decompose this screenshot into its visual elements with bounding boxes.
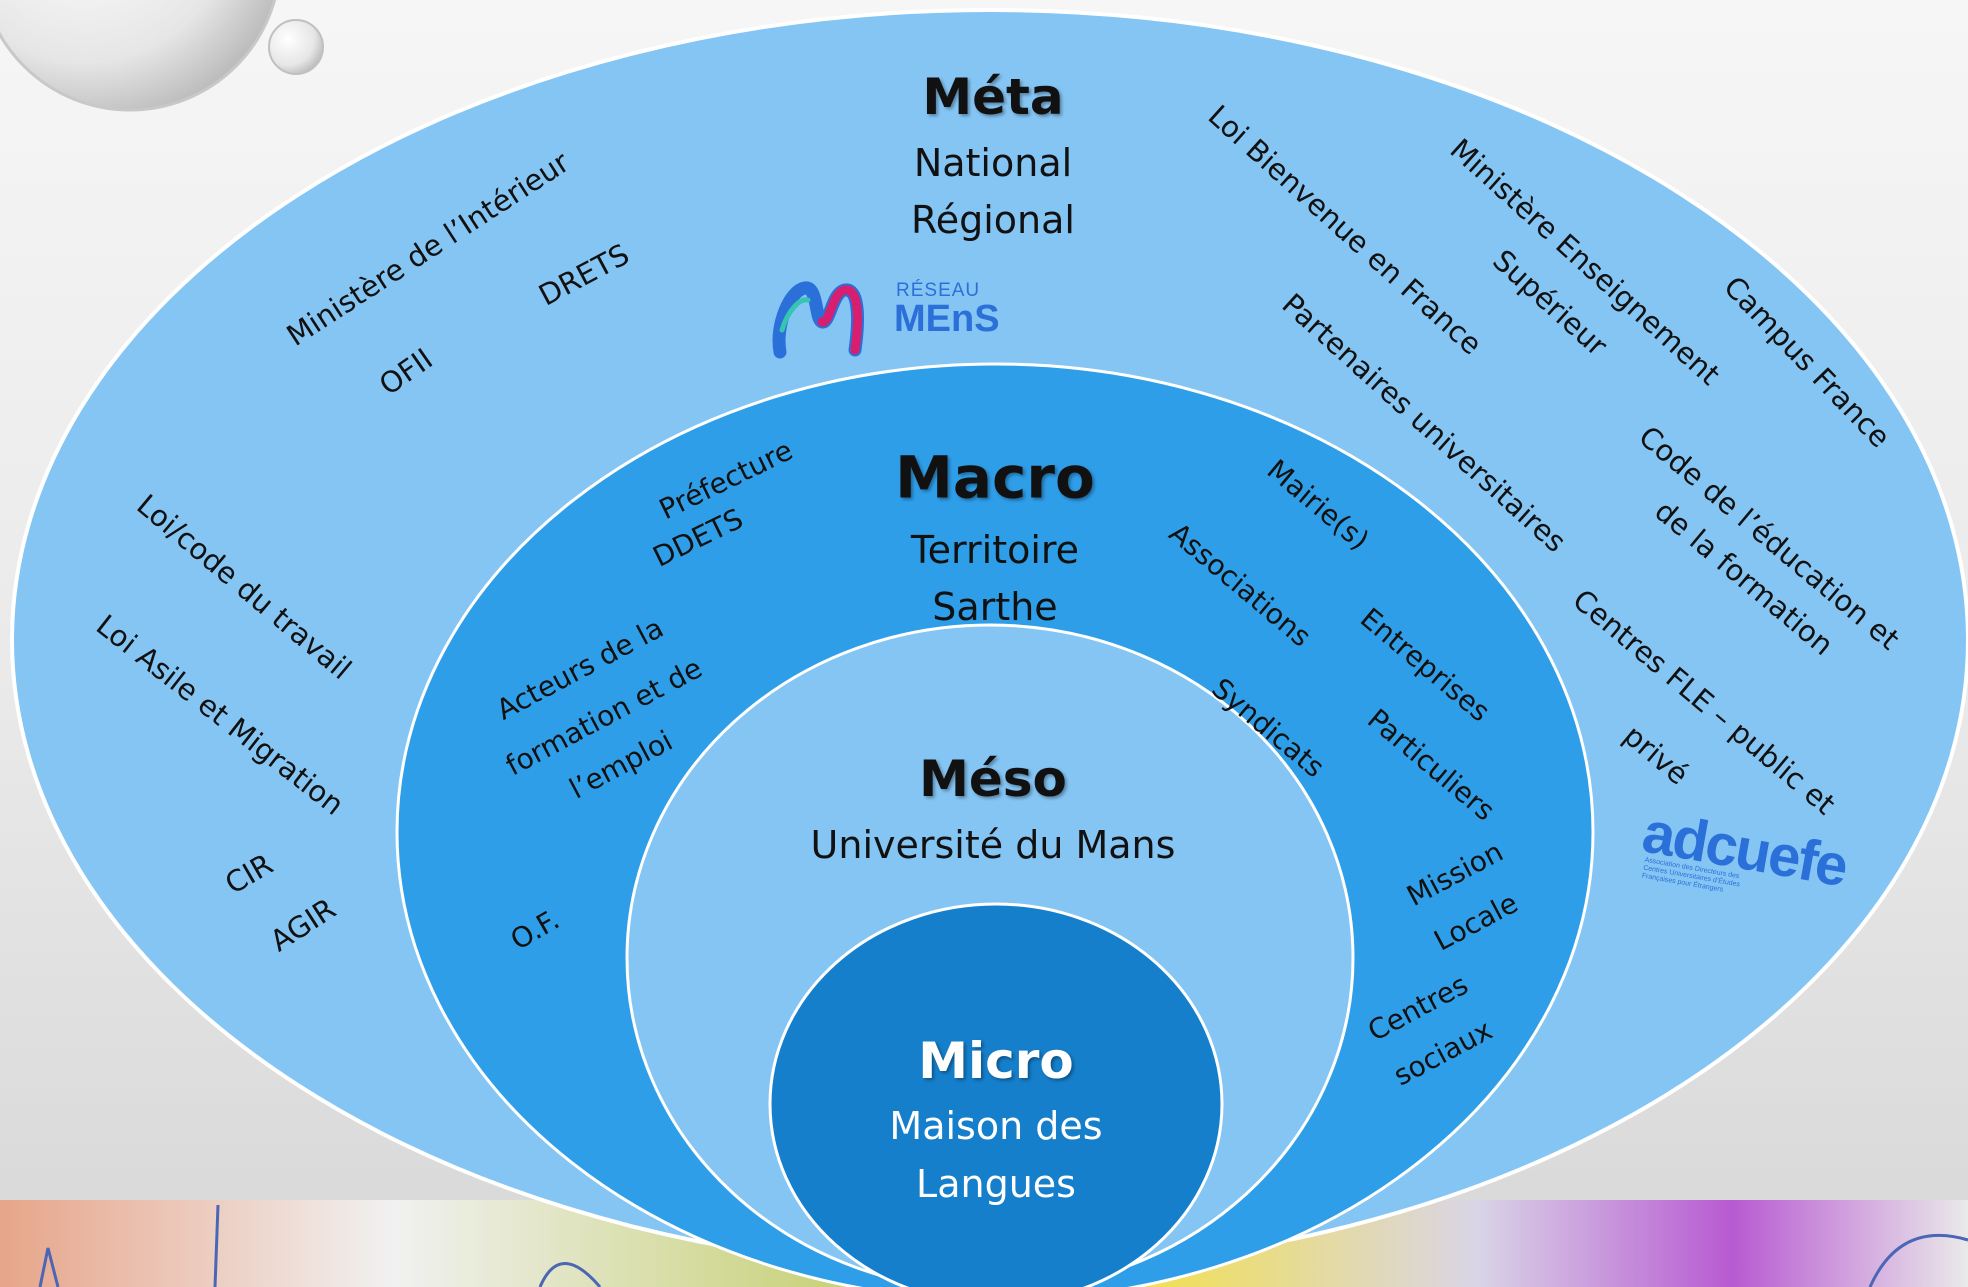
mens-logo-mark: [772, 281, 865, 359]
bottom-decor-strokes: [38, 1204, 1968, 1287]
meta-title: Méta: [922, 67, 1064, 126]
bubble-decor-large: [0, 0, 277, 112]
micro-line-langues: Langues: [916, 1162, 1076, 1207]
meta-line-regional: Régional: [911, 198, 1075, 243]
reseau-mens-logo: RÉSEAU MEnS: [770, 270, 1010, 360]
mens-logo-big: MEnS: [894, 298, 1000, 340]
mens-logo-small: RÉSEAU: [896, 280, 981, 301]
bubble-decor-small: [268, 19, 324, 75]
micro-title: Micro: [918, 1031, 1074, 1090]
meta-line-national: National: [913, 141, 1073, 186]
macro-line-territoire: Territoire: [910, 528, 1080, 573]
macro-title: Macro: [895, 443, 1095, 512]
micro-ellipse: [768, 902, 1224, 1287]
macro-line-sarthe: Sarthe: [932, 585, 1058, 630]
micro-line-maison: Maison des: [889, 1104, 1103, 1149]
meso-title: Méso: [919, 749, 1067, 808]
meso-line-universite: Université du Mans: [810, 823, 1176, 868]
